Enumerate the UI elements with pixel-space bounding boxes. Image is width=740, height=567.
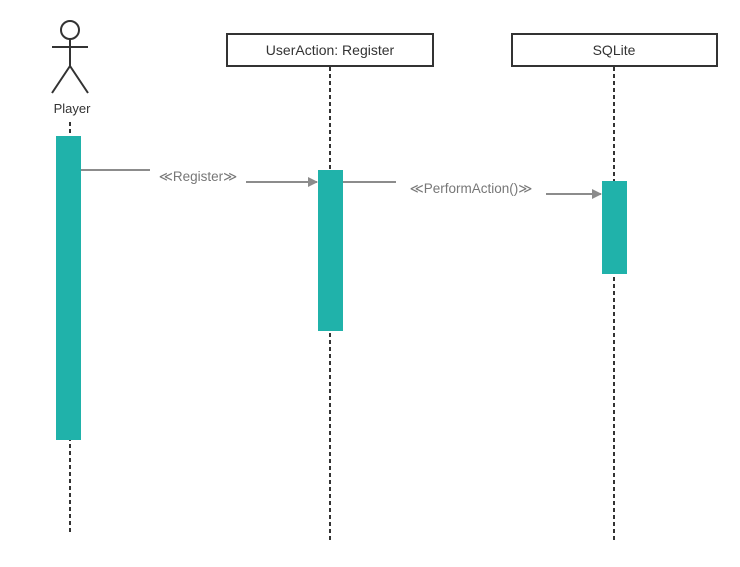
participant-sqlite: SQLite	[511, 33, 718, 67]
participant-useraction-register: UserAction: Register	[226, 33, 434, 67]
message-performaction: ≪PerformAction()≫	[343, 181, 602, 199]
activation-bar-useraction-register	[318, 170, 343, 331]
message-label: ≪PerformAction()≫	[410, 181, 533, 196]
participant-label: UserAction: Register	[266, 42, 395, 58]
activation-bar-sqlite	[602, 181, 627, 274]
participant-box	[226, 33, 434, 67]
stick-figure-icon	[51, 20, 89, 94]
activation-bar-player	[56, 136, 81, 440]
participant-box	[511, 33, 718, 67]
message-register: ≪Register≫	[81, 169, 318, 187]
message-label: ≪Register≫	[159, 169, 238, 184]
actor-label: Player	[54, 101, 92, 116]
participant-label: SQLite	[593, 42, 636, 58]
actor-player: Player	[51, 20, 92, 116]
